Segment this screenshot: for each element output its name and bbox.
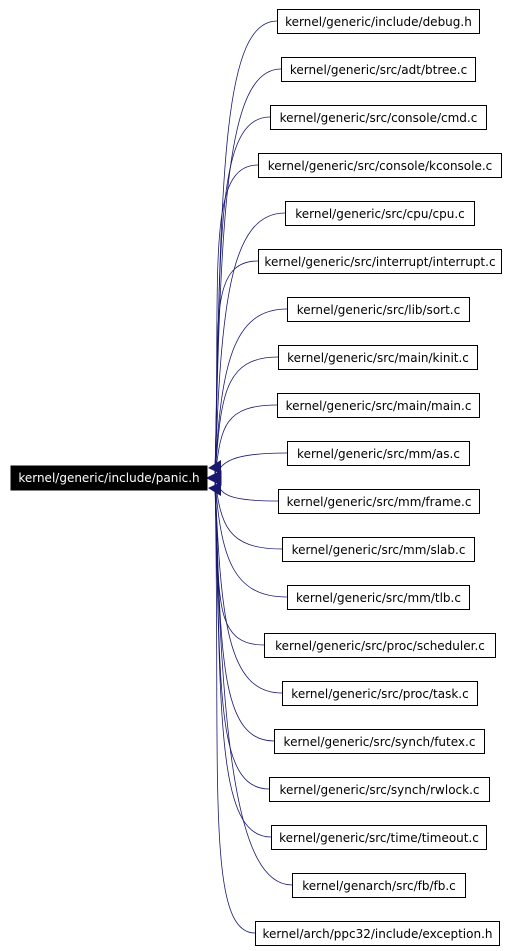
edge-kernel-generic-src-main-main-c (214, 404, 278, 477)
node-target-box (10, 465, 208, 491)
node-box[interactable] (285, 201, 475, 226)
edges (205, 20, 293, 934)
node-kernel-generic-src-console-kconsole-c[interactable]: kernel/generic/src/console/kconsole.c (258, 153, 502, 178)
node-kernel-generic-src-time-timeout-c[interactable]: kernel/generic/src/time/timeout.c (271, 825, 487, 850)
node-kernel-generic-src-console-cmd-c[interactable]: kernel/generic/src/console/cmd.c (270, 105, 487, 130)
node-box[interactable] (278, 345, 478, 370)
node-label[interactable]: kernel/generic/src/mm/frame.c (287, 495, 472, 509)
node-kernel-generic-src-cpu-cpu-c[interactable]: kernel/generic/src/cpu/cpu.c (285, 201, 475, 226)
edge-kernel-generic-src-proc-task-c (214, 481, 283, 694)
node-label[interactable]: kernel/generic/src/main/main.c (286, 399, 472, 413)
node-box[interactable] (258, 153, 502, 178)
node-label[interactable]: kernel/generic/include/debug.h (285, 15, 472, 29)
node-kernel-arch-ppc32-include-exception-h[interactable]: kernel/arch/ppc32/include/exception.h (255, 921, 500, 946)
node-box[interactable] (255, 921, 500, 946)
node-box[interactable] (264, 633, 496, 658)
node-label[interactable]: kernel/generic/src/proc/scheduler.c (275, 639, 485, 653)
node-label[interactable]: kernel/generic/src/cpu/cpu.c (295, 207, 465, 221)
arrowhead (208, 482, 221, 496)
node-label[interactable]: kernel/generic/src/synch/rwlock.c (279, 783, 479, 797)
edge-kernel-generic-src-mm-frame-c (214, 478, 279, 502)
node-box[interactable] (287, 585, 470, 610)
node-box[interactable] (282, 681, 478, 706)
node-box[interactable] (270, 105, 487, 130)
node-kernel-generic-include-debug-h[interactable]: kernel/generic/include/debug.h (277, 9, 480, 34)
node-box[interactable] (274, 729, 485, 754)
node-box[interactable] (287, 441, 470, 466)
node-box[interactable] (269, 777, 490, 802)
node-label[interactable]: kernel/generic/src/console/cmd.c (280, 111, 478, 125)
arrowhead (208, 460, 221, 474)
node-label[interactable]: kernel/generic/src/proc/task.c (291, 687, 468, 701)
node-box[interactable] (271, 825, 487, 850)
node-box[interactable] (278, 489, 480, 514)
node-kernel-generic-src-proc-scheduler-c[interactable]: kernel/generic/src/proc/scheduler.c (264, 633, 496, 658)
edge-kernel-generic-src-mm-tlb-c (214, 480, 288, 598)
node-label[interactable]: kernel/generic/src/console/kconsole.c (268, 159, 493, 173)
node-kernel-generic-src-main-main-c[interactable]: kernel/generic/src/main/main.c (277, 393, 480, 418)
node-target: kernel/generic/include/panic.h (10, 465, 208, 491)
edge-kernel-generic-src-mm-slab-c (214, 479, 283, 550)
node-label[interactable]: kernel/genarch/src/fb/fb.c (302, 879, 456, 893)
node-kernel-generic-src-mm-slab-c[interactable]: kernel/generic/src/mm/slab.c (282, 537, 475, 562)
node-box[interactable] (281, 57, 476, 82)
node-label[interactable]: kernel/generic/src/synch/futex.c (284, 735, 476, 749)
edge-kernel-generic-src-lib-sort-c (214, 308, 288, 475)
edge-kernel-generic-src-time-timeout-c (214, 481, 272, 838)
node-box[interactable] (277, 393, 480, 418)
edge-kernel-genarch-src-fb-fb-c (214, 481, 293, 886)
nodes: kernel/generic/include/panic.h kernel/gen… (10, 9, 502, 946)
edge-kernel-generic-include-debug-h (214, 20, 278, 475)
node-kernel-generic-src-mm-frame-c[interactable]: kernel/generic/src/mm/frame.c (278, 489, 480, 514)
node-kernel-generic-src-lib-sort-c[interactable]: kernel/generic/src/lib/sort.c (287, 297, 470, 322)
edge-kernel-arch-ppc32-include-exception-h (214, 481, 256, 934)
node-kernel-generic-src-adt-btree-c[interactable]: kernel/generic/src/adt/btree.c (281, 57, 476, 82)
node-box[interactable] (287, 297, 470, 322)
node-label[interactable]: kernel/generic/src/main/kinit.c (287, 351, 469, 365)
node-kernel-generic-src-interrupt-interrupt-c[interactable]: kernel/generic/src/interrupt/interrupt.c (258, 249, 502, 274)
node-kernel-generic-src-proc-task-c[interactable]: kernel/generic/src/proc/task.c (282, 681, 478, 706)
node-box[interactable] (292, 873, 466, 898)
edge-kernel-generic-src-interrupt-interrupt-c (214, 260, 259, 475)
node-kernel-generic-src-main-kinit-c[interactable]: kernel/generic/src/main/kinit.c (278, 345, 478, 370)
node-kernel-generic-src-mm-tlb-c[interactable]: kernel/generic/src/mm/tlb.c (287, 585, 470, 610)
node-target-label: kernel/generic/include/panic.h (18, 471, 199, 485)
node-kernel-generic-src-mm-as-c[interactable]: kernel/generic/src/mm/as.c (287, 441, 470, 466)
node-box[interactable] (282, 537, 475, 562)
edge-kernel-generic-src-proc-scheduler-c (214, 481, 265, 646)
edge-kernel-generic-src-mm-as-c (214, 452, 288, 478)
node-box[interactable] (277, 9, 480, 34)
edge-kernel-generic-src-console-kconsole-c (214, 164, 259, 475)
node-kernel-generic-src-synch-rwlock-c[interactable]: kernel/generic/src/synch/rwlock.c (269, 777, 490, 802)
node-label[interactable]: kernel/generic/src/interrupt/interrupt.c (264, 255, 495, 269)
node-label[interactable]: kernel/generic/src/adt/btree.c (290, 63, 467, 77)
node-label[interactable]: kernel/generic/src/mm/tlb.c (296, 591, 461, 605)
edge-kernel-generic-src-main-kinit-c (214, 356, 279, 476)
node-box[interactable] (258, 249, 502, 274)
arrowhead (205, 470, 222, 486)
node-label[interactable]: kernel/arch/ppc32/include/exception.h (263, 927, 493, 941)
node-label[interactable]: kernel/generic/src/time/timeout.c (279, 831, 479, 845)
edge-kernel-generic-src-cpu-cpu-c (214, 212, 286, 475)
node-kernel-generic-src-synch-futex-c[interactable]: kernel/generic/src/synch/futex.c (274, 729, 485, 754)
node-label[interactable]: kernel/generic/src/mm/as.c (297, 447, 460, 461)
edge-kernel-generic-src-synch-rwlock-c (214, 481, 270, 790)
node-kernel-genarch-src-fb-fb-c[interactable]: kernel/genarch/src/fb/fb.c (292, 873, 466, 898)
node-label[interactable]: kernel/generic/src/mm/slab.c (292, 543, 466, 557)
node-label[interactable]: kernel/generic/src/lib/sort.c (297, 303, 460, 317)
